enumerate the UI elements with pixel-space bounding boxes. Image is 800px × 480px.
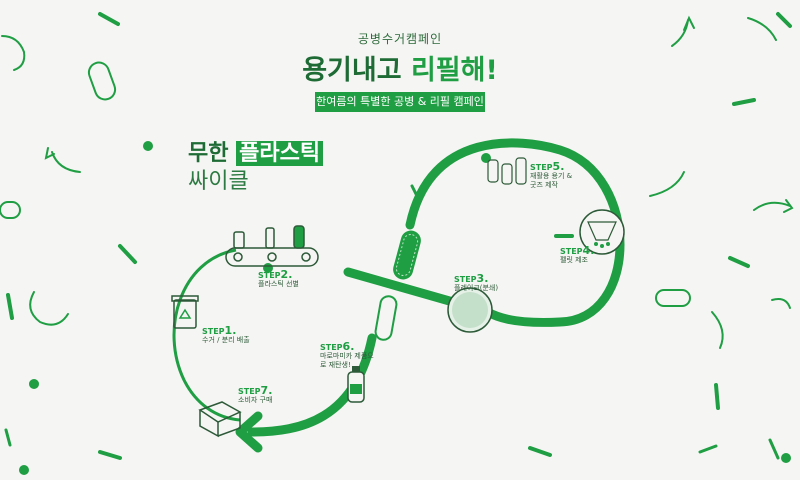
infinity-loop [235, 138, 625, 453]
arrow-head-icon [235, 411, 263, 453]
title-part1: 용기내고 [302, 55, 402, 86]
step-1: STEP1. 수거 / 분리 배출 [202, 324, 250, 344]
pellets-icon [579, 209, 625, 255]
side-title-highlight: 플라스틱 [236, 141, 324, 166]
side-title-line2: 싸이클 [188, 169, 249, 194]
campaign-banner: 한여름의 특별한 공병 & 리필 캠페인 [315, 92, 485, 112]
page-title: 용기내고 리필해! [0, 48, 800, 87]
title-part2: 리필해! [410, 55, 498, 86]
conveyor-icon [225, 225, 319, 267]
step-4: STEP4. 펠릿 제조 [560, 244, 595, 264]
bottles-icon [487, 157, 527, 185]
step-5: STEP5. 재활용 용기 & 굿즈 제작 [530, 160, 573, 189]
flakes-icon [447, 287, 493, 333]
side-title-prefix: 무한 [188, 141, 229, 166]
decorative-gears [19, 141, 791, 475]
step-2: STEP2. 플라스틱 선별 [258, 268, 299, 288]
left-thin-loop [172, 248, 241, 422]
recycle-bin-icon [171, 295, 199, 329]
product-bottle-icon [347, 366, 365, 403]
box-icon [198, 401, 242, 438]
step-3: STEP3. 플레이크(분쇄) [454, 272, 499, 292]
step-7: STEP7. 소비자 구매 [238, 384, 273, 404]
campaign-eyebrow: 공병수거캠페인 [357, 32, 443, 46]
side-title: 무한 플라스틱 싸이클 [188, 140, 324, 196]
step-6: STEP6. 마로마미카 제품으로 재탄생! [320, 340, 374, 369]
decorative-pills [0, 61, 691, 341]
